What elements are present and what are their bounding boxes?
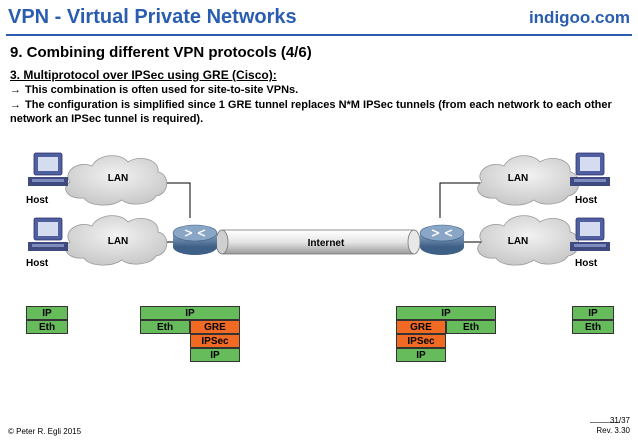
computer-icon <box>570 152 610 186</box>
internet-tunnel <box>215 229 421 255</box>
stack-layer-ip: IP <box>26 306 68 320</box>
stack-layer-gre: GRE <box>190 320 240 334</box>
bullet-text: This combination is often used for site-… <box>25 84 299 96</box>
stack-layer-eth: Eth <box>572 320 614 334</box>
host-label: Host <box>575 195 598 206</box>
slide-subtitle: 3. Multiprotocol over IPSec using GRE (C… <box>10 68 277 82</box>
computer-icon <box>28 152 68 186</box>
page-title: VPN - Virtual Private Networks <box>8 6 297 28</box>
router-icon <box>419 224 465 255</box>
stack-layer-eth: Eth <box>140 320 190 334</box>
stack-layer-eth: Eth <box>26 320 68 334</box>
copyright: © Peter R. Egli 2015 <box>8 427 82 436</box>
stack-layer-ip: IP <box>396 348 446 362</box>
footer-divider <box>590 422 620 423</box>
lan-label: LAN <box>508 173 529 184</box>
page-info: 31/37 Rev. 3.30 <box>596 416 630 436</box>
internet-label: Internet <box>308 238 345 249</box>
cloud-icon <box>65 215 168 266</box>
cloud-icon <box>65 155 168 206</box>
title-divider <box>6 34 632 36</box>
bullet-text: The configuration is simplified since 1 … <box>10 99 612 125</box>
stack-layer-gre: GRE <box>396 320 446 334</box>
lan-label: LAN <box>108 173 129 184</box>
stack-layer-ip: IP <box>190 348 240 362</box>
page-number: 31/37 <box>609 416 630 425</box>
slide-title: 9. Combining different VPN protocols (4/… <box>10 44 312 61</box>
bullet-item: →The configuration is simplified since 1… <box>10 98 625 126</box>
stack-layer-ip: IP <box>396 306 496 320</box>
stack-layer-ipsec: IPSec <box>190 334 240 348</box>
stack-layer-ipsec: IPSec <box>396 334 446 348</box>
lan-label: LAN <box>508 236 529 247</box>
bullet-item: → This combination is often used for site… <box>10 84 298 96</box>
arrow-icon: → <box>10 84 21 96</box>
computer-icon <box>28 217 68 251</box>
host-label: Host <box>575 258 598 269</box>
host-label: Host <box>26 195 49 206</box>
stack-layer-ip: IP <box>140 306 240 320</box>
computer-icon <box>570 217 610 251</box>
arrow-icon: → <box>10 99 21 111</box>
stack-layer-eth: Eth <box>446 320 496 334</box>
revision: Rev. 3.30 <box>596 426 630 435</box>
stack-layer-ip: IP <box>572 306 614 320</box>
host-label: Host <box>26 258 49 269</box>
router-icon <box>172 224 218 255</box>
brand-logo-text: indigoo.com <box>528 8 630 27</box>
lan-label: LAN <box>108 236 129 247</box>
